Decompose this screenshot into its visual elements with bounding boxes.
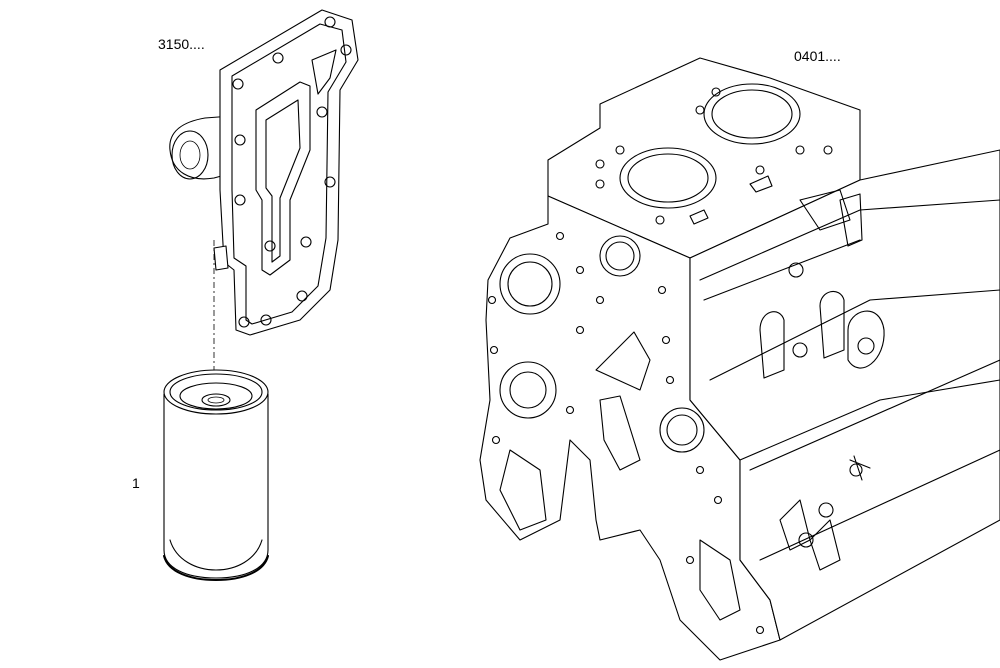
oil-filter-cartridge [163, 369, 269, 581]
adapter-callout-label: 3150.... [158, 36, 205, 52]
filter-adapter-plate [169, 9, 359, 336]
engine-block [479, 57, 1000, 661]
filter-callout-label: 1 [132, 475, 140, 491]
block-callout-label: 0401.... [794, 48, 841, 64]
